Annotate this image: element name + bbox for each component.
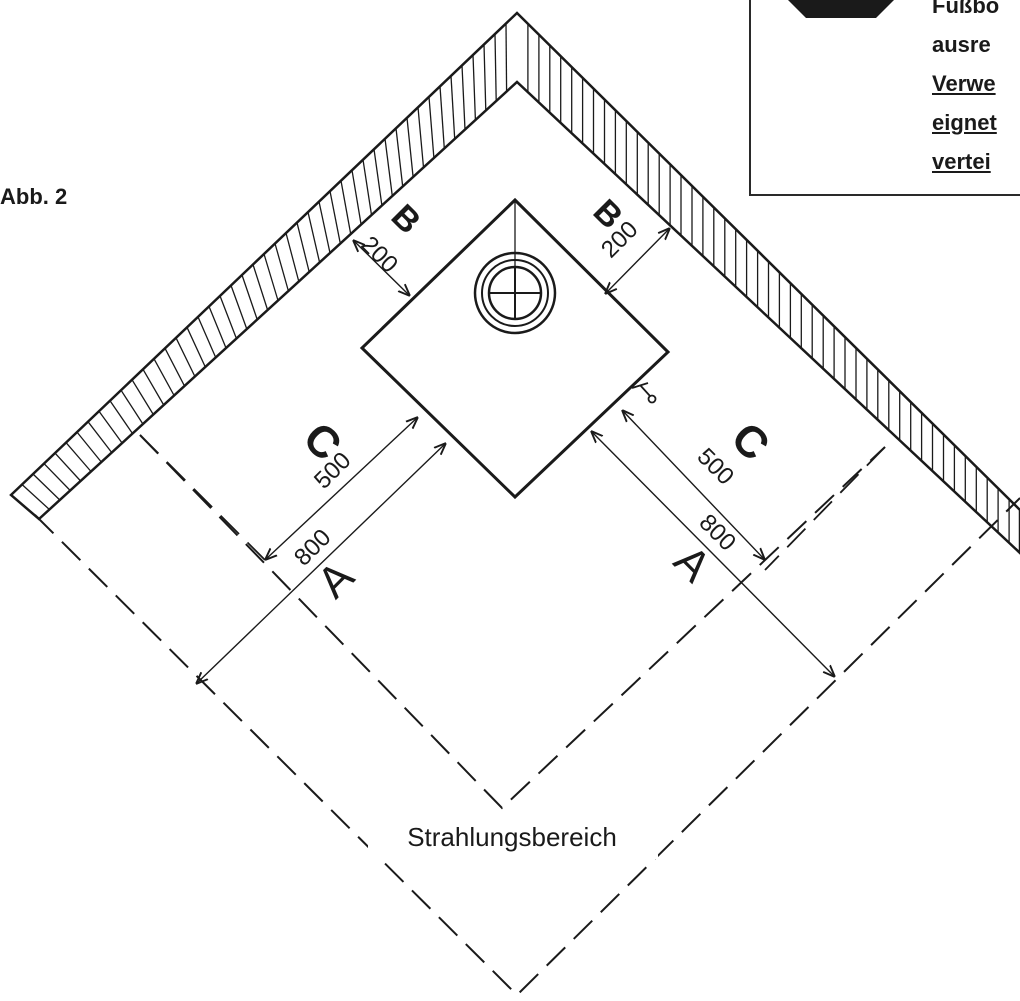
warning-line-1: Fußbo	[932, 0, 1000, 18]
corner-wall	[9, 11, 1020, 555]
wall-hatch-line	[494, 33, 497, 102]
radiation-zone-boundary	[34, 434, 1020, 997]
wall-hatch-line	[142, 368, 165, 406]
wall-hatch-line	[76, 431, 102, 463]
warning-line-5: vertei	[932, 149, 991, 174]
stove-handle	[631, 382, 657, 404]
wall-hatch-line	[252, 264, 269, 311]
wall-hatch-line	[329, 190, 341, 244]
wall-hatch-line	[219, 295, 238, 339]
figure-label: Abb. 2	[0, 184, 68, 209]
wall-hatch-line	[450, 75, 456, 140]
wall-hatch-line	[461, 65, 466, 130]
wall-hatch-line	[307, 211, 321, 263]
radiation-zone-label: Strahlungsbereich	[407, 822, 617, 852]
wall-hatch-line	[197, 316, 217, 358]
warning-text: Fußbo ausre Verwe eignet vertei	[932, 0, 999, 181]
wall-hatch-line	[208, 306, 227, 349]
wall-hatch-line	[274, 243, 290, 292]
wall-hatch-line	[384, 138, 393, 197]
wall-hatch-line	[340, 180, 352, 235]
dim-b-right	[605, 228, 670, 294]
wall-hatch-line	[483, 44, 487, 111]
dim-b-left	[353, 240, 410, 296]
wall-hatch-line	[131, 379, 154, 415]
wall-hatch-line	[351, 170, 362, 225]
wall-hatch-line	[153, 358, 175, 396]
wall-hatch-line	[318, 201, 331, 254]
stop-octagon-icon	[788, 0, 894, 18]
warning-line-4: eignet	[932, 110, 997, 135]
warning-box: Fußbo ausre Verwe eignet vertei	[749, 0, 1020, 196]
wall-hatch-right	[527, 23, 1010, 543]
wall-hatch-line	[263, 253, 279, 301]
wall-hatch-line	[505, 23, 508, 92]
wall-hatch-line	[98, 410, 123, 444]
wall-hatch-line	[417, 107, 425, 168]
wall-hatch-left	[21, 23, 508, 510]
wall-hatch-line	[21, 484, 50, 510]
wall-hatch-line	[406, 117, 414, 178]
wall-hatch-line	[428, 96, 435, 159]
wall-hatch-line	[109, 400, 134, 434]
wall-hatch-line	[395, 128, 404, 187]
wall-hatch-line	[186, 327, 206, 368]
dim-b-left-letter: B	[384, 197, 428, 241]
wall-hatch-line	[362, 159, 373, 216]
wall-hatch-line	[164, 348, 186, 387]
wall-hatch-line	[439, 86, 445, 149]
dim-a-left	[196, 443, 446, 684]
wall-hatch-line	[87, 421, 113, 453]
wall-hatch-line	[65, 442, 92, 472]
wall-hatch-line	[373, 149, 383, 206]
dim-b-left-value: 200	[356, 231, 403, 278]
wall-hatch-line	[230, 285, 248, 330]
warning-line-2: ausre	[932, 32, 991, 57]
wall-hatch-line	[120, 389, 144, 425]
dim-a-right	[591, 431, 835, 677]
wall-hatch-line	[54, 452, 82, 482]
warning-line-3: Verwe	[932, 71, 996, 96]
wall-hatch-line	[32, 473, 61, 501]
wall-hatch-line	[472, 54, 477, 121]
wall-hatch-line	[175, 337, 196, 377]
wall-hatch-line	[296, 222, 310, 273]
stove	[359, 197, 671, 500]
wall-hatch-line	[241, 274, 258, 320]
wall-hatch-line	[285, 232, 300, 282]
flue-outlet	[473, 251, 557, 335]
wall-hatch-line	[43, 463, 71, 491]
dimension-lines	[196, 228, 835, 684]
